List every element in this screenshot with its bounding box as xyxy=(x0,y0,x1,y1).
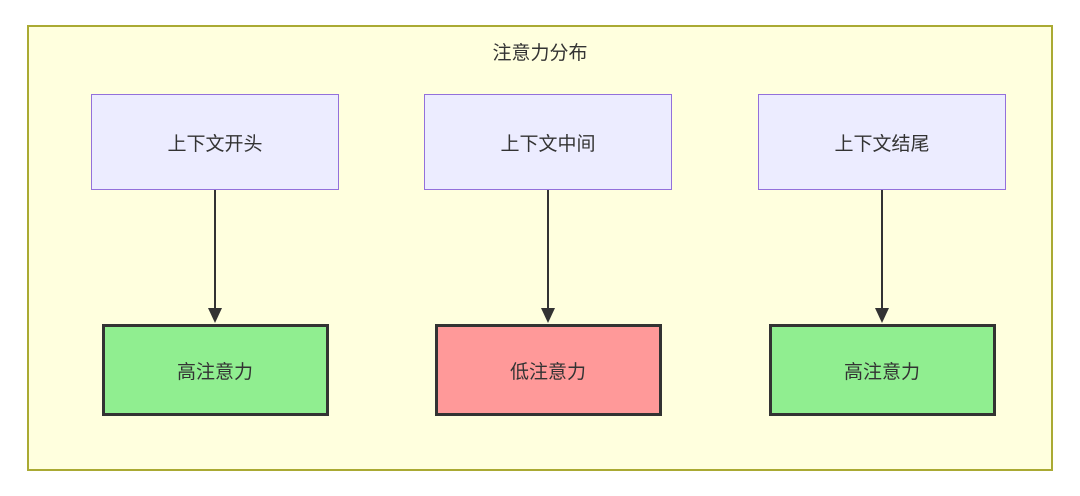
diagram-title: 注意力分布 xyxy=(492,43,588,64)
node-low-attention: 低注意力 xyxy=(434,324,662,416)
node-low-attention-label: 低注意力 xyxy=(509,361,586,383)
node-context-start-label: 上下文开头 xyxy=(167,133,263,155)
node-context-end-label: 上下文结尾 xyxy=(834,133,930,155)
node-context-start: 上下文开头 xyxy=(91,94,339,190)
arrow-down-icon xyxy=(541,190,555,323)
node-high-attention-2: 高注意力 xyxy=(768,324,996,416)
arrow-down-icon xyxy=(875,190,889,323)
node-high-attention-1-label: 高注意力 xyxy=(176,361,253,383)
flow-column-context-start: 上下文开头 高注意力 xyxy=(91,94,339,416)
flow-column-context-end: 上下文结尾 高注意力 xyxy=(758,94,1006,416)
node-context-end: 上下文结尾 xyxy=(758,94,1006,190)
node-high-attention-2-label: 高注意力 xyxy=(843,361,920,383)
node-context-middle: 上下文中间 xyxy=(424,94,672,190)
flow-column-context-middle: 上下文中间 低注意力 xyxy=(424,94,672,416)
arrow-down-icon xyxy=(208,190,222,323)
node-high-attention-1: 高注意力 xyxy=(101,324,329,416)
attention-distribution-subgraph: 注意力分布 上下文开头 高注意力 上下文中间 低注意力 xyxy=(27,25,1053,471)
node-context-middle-label: 上下文中间 xyxy=(500,133,596,155)
